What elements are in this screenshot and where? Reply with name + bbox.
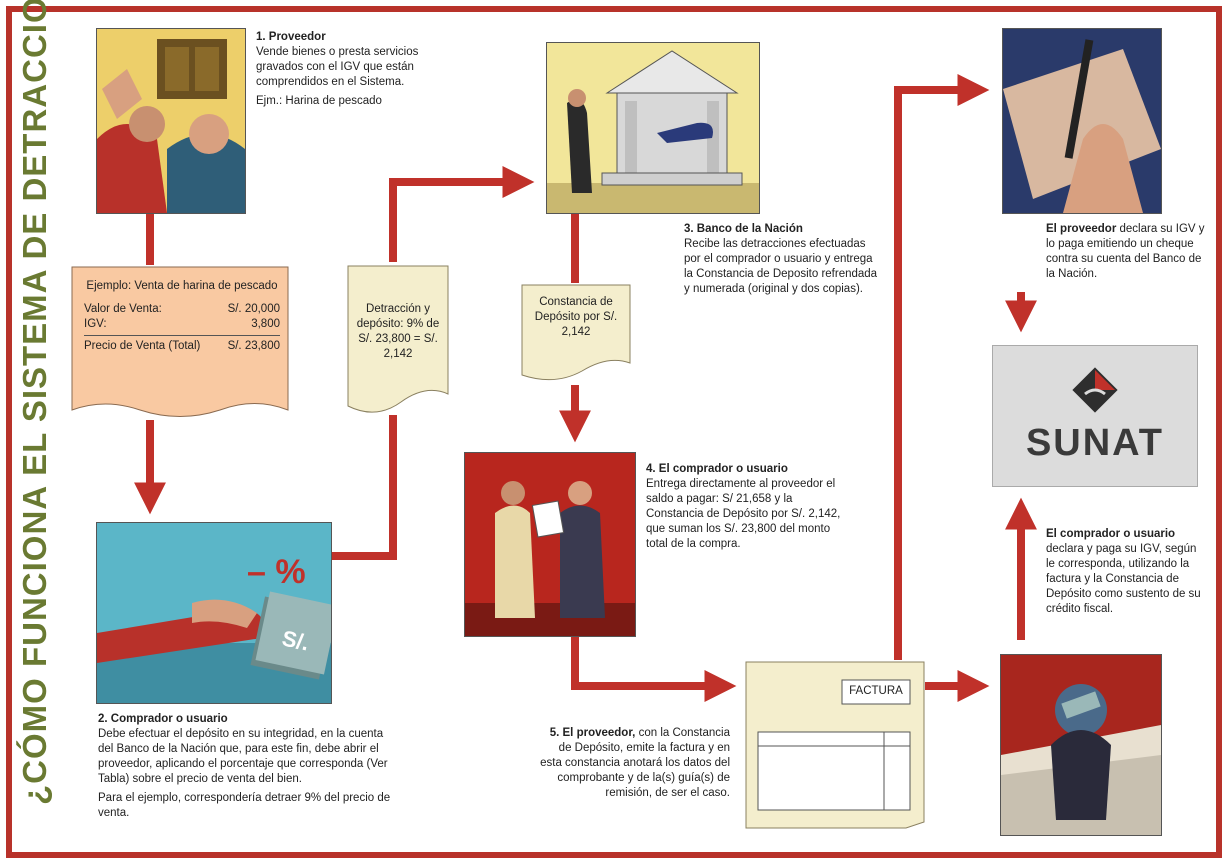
step4-heading: 4. El comprador o usuario xyxy=(646,463,788,475)
step5-text: 5. El proveedor, con la Constancia de De… xyxy=(540,726,730,801)
proveedor-declara-picture xyxy=(1002,28,1162,214)
factura-label: FACTURA xyxy=(849,685,903,697)
comprador-declara-text: El comprador o usuario declara y paga su… xyxy=(1046,527,1206,617)
proveedor-declara-body: declara su IGV y lo paga emitiendo un ch… xyxy=(1046,223,1205,280)
step3-body: Recibe las detracciones efectuadas por e… xyxy=(684,238,878,295)
example-title: Ejemplo: Venta de harina de pescado xyxy=(86,280,278,292)
sunat-logo: SUNAT xyxy=(992,345,1198,487)
proveedor-picture xyxy=(96,28,246,214)
banco-picture xyxy=(546,42,760,214)
example-row-value: S/. 20,000 xyxy=(227,303,280,315)
step5-heading: 5. El proveedor, xyxy=(549,727,636,739)
arrow-comprador-to-detraccion xyxy=(330,415,397,560)
arrow-factura-to-proveedor-declara xyxy=(894,74,990,660)
step3-heading: 3. Banco de la Nación xyxy=(684,223,803,235)
example-row-label: IGV: xyxy=(84,318,107,330)
step1-body: Vende bienes o presta servicios gravados… xyxy=(256,46,419,88)
comprador-declara-heading: El comprador o usuario xyxy=(1046,528,1176,540)
example-row-label: Valor de Venta: xyxy=(84,303,162,315)
example-total-value: S/. 23,800 xyxy=(227,340,280,352)
detraccion-text: Detracción y depósito: 9% de S/. 23,800 … xyxy=(356,303,440,360)
step4-body: Entrega directamente al proveedor el sal… xyxy=(646,478,841,550)
step2-body: Debe efectuar el depósito en su integrid… xyxy=(98,728,388,785)
example-total-label: Precio de Venta (Total) xyxy=(84,340,201,352)
comprador-declara-body: declara y paga su IGV, según le correspo… xyxy=(1046,543,1201,615)
comprador-declara-picture xyxy=(1000,654,1162,836)
comprador-picture: – % S/. xyxy=(96,522,332,704)
step1-text: 1. Proveedor Vende bienes o presta servi… xyxy=(256,30,456,109)
step2-example: Para el ejemplo, correspondería detraer … xyxy=(98,792,391,819)
step4-text: 4. El comprador o usuario Entrega direct… xyxy=(646,462,846,552)
money-label: S/. xyxy=(279,625,312,656)
step3-text: 3. Banco de la Nación Recibe las detracc… xyxy=(684,222,884,297)
step2-text: 2. Comprador o usuario Debe efectuar el … xyxy=(98,712,398,821)
step1-heading: 1. Proveedor xyxy=(256,31,326,43)
sunat-emblem-icon xyxy=(1072,367,1118,413)
sunat-text: SUNAT xyxy=(1025,422,1165,464)
constancia-text: Constancia de Depósito por S/. 2,142 xyxy=(534,296,618,338)
example-document: Ejemplo: Venta de harina de pescado Valo… xyxy=(70,265,290,425)
step1-example: Ejm.: Harina de pescado xyxy=(256,95,382,107)
example-row-value: 3,800 xyxy=(251,318,280,330)
step2-heading: 2. Comprador o usuario xyxy=(98,713,228,725)
proveedor-declara-heading: El proveedor xyxy=(1046,223,1117,235)
factura-document: FACTURA xyxy=(744,660,926,830)
arrow-detraccion-to-banco xyxy=(389,166,535,262)
comprador-proveedor-picture xyxy=(464,452,636,637)
proveedor-declara-text: El proveedor declara su IGV y lo paga em… xyxy=(1046,222,1206,282)
percent-sign: – % xyxy=(247,553,306,591)
constancia-document: Constancia de Depósito por S/. 2,142 xyxy=(520,283,632,388)
arrow-step4-to-factura xyxy=(571,635,737,702)
detraccion-document: Detracción y depósito: 9% de S/. 23,800 … xyxy=(346,264,450,424)
step5-body: con la Constancia de Depósito, emite la … xyxy=(540,727,730,799)
